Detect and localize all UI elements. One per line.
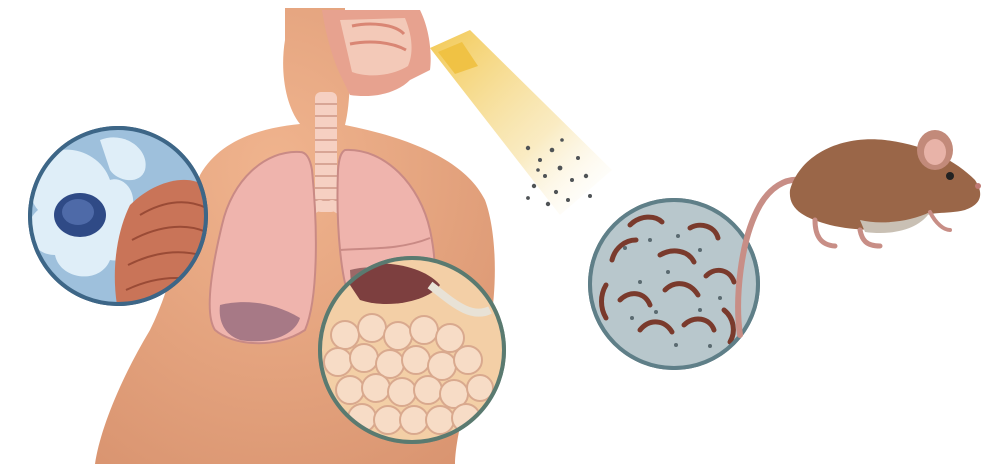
mouse-icon [738, 130, 981, 335]
bottom-fade [460, 400, 981, 464]
